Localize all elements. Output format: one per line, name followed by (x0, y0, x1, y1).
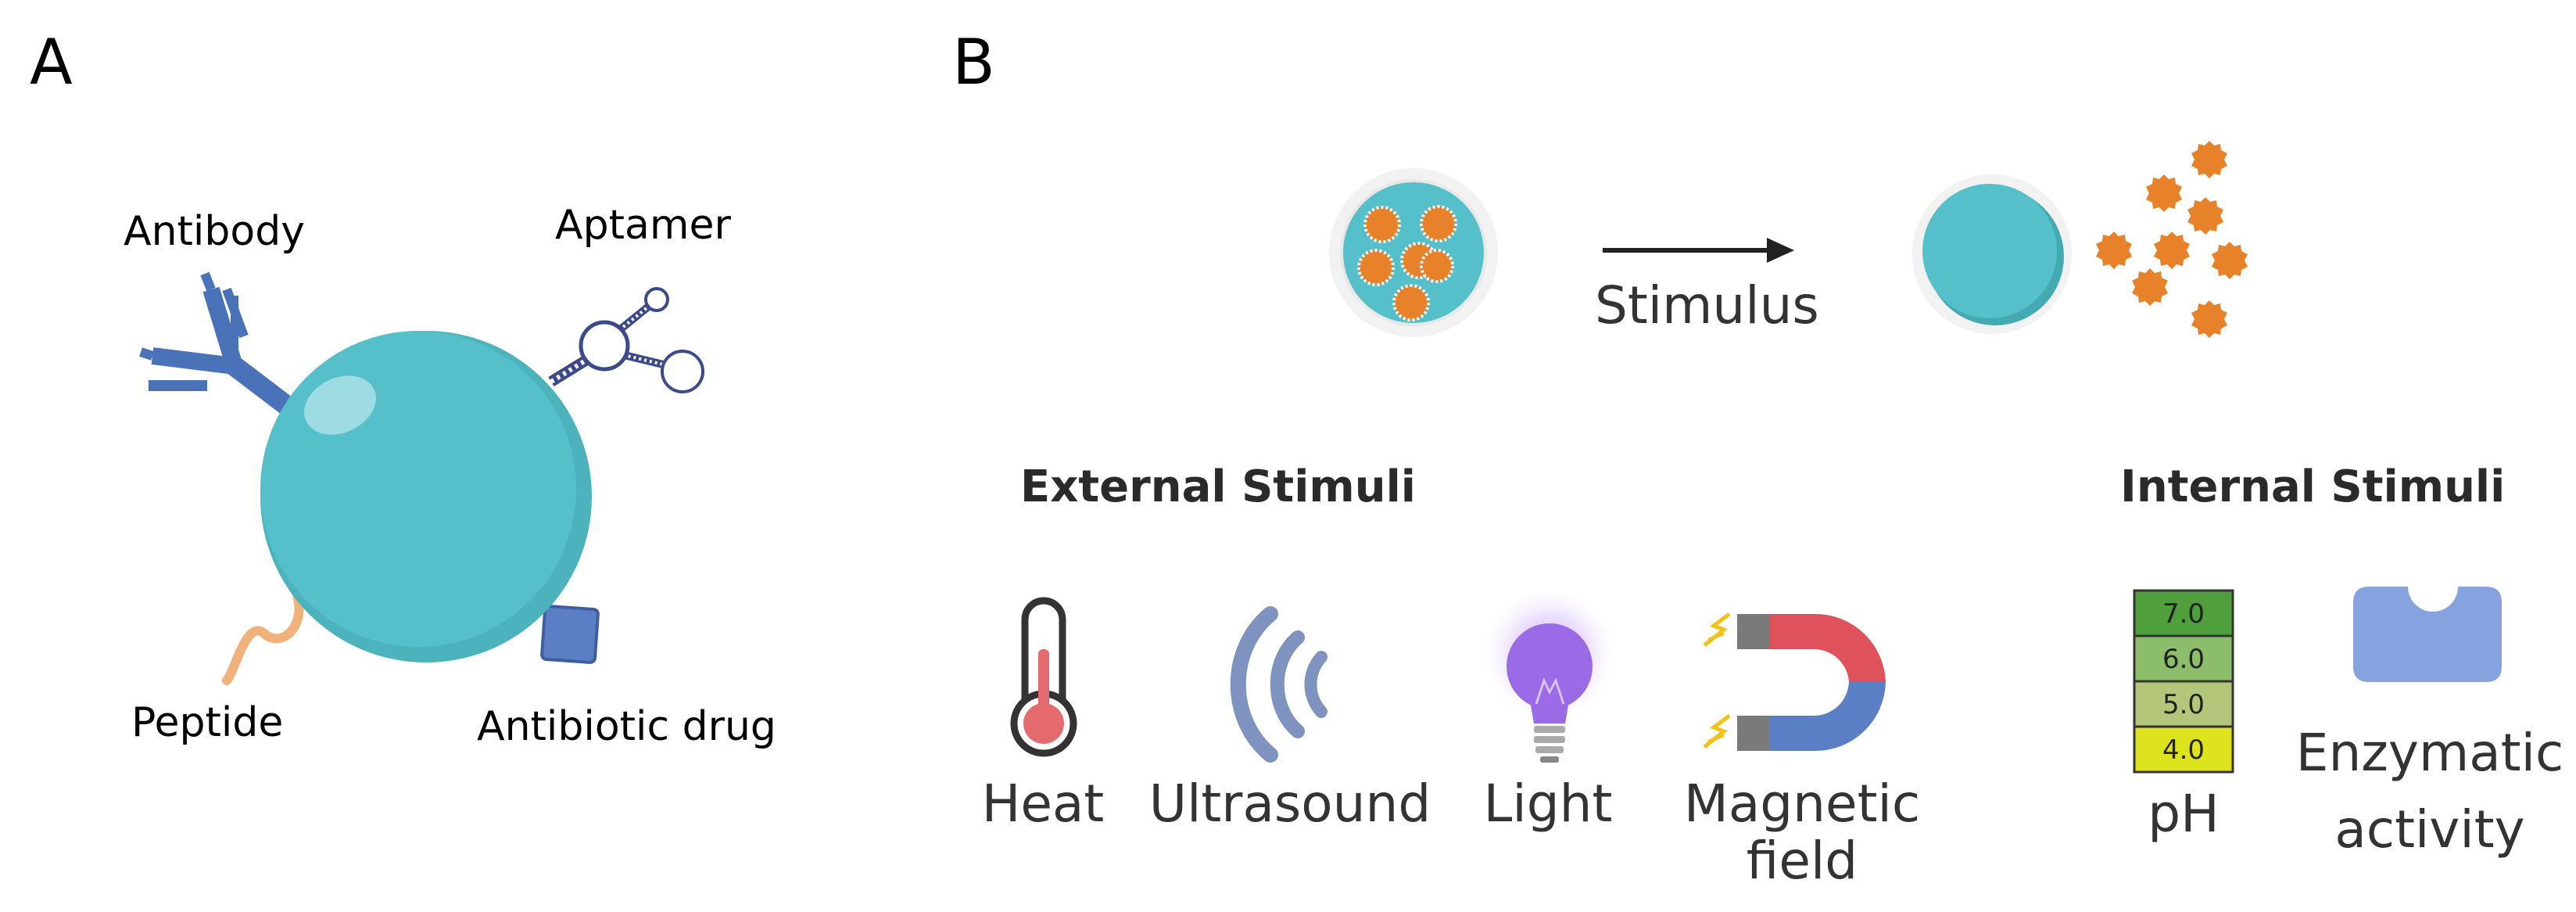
antibiotic-drug-label: Antibiotic drug (477, 703, 776, 750)
external-stimuli-heading: External Stimuli (1020, 461, 1416, 512)
ultrasound-waves-icon (1230, 606, 1327, 763)
thermometer-icon (1010, 597, 1077, 757)
light-label: Light (1483, 774, 1613, 834)
panel-a-letter: A (30, 26, 73, 99)
nanoparticle-sphere (260, 331, 592, 662)
stimulus-arrow (1603, 238, 1794, 263)
stimulus-label: Stimulus (1595, 275, 1819, 336)
empty-nanoparticle-icon (1912, 174, 2072, 334)
antibiotic-drug-icon (540, 605, 600, 664)
heat-label: Heat (981, 774, 1105, 834)
loaded-nanoparticle-icon (1329, 168, 1498, 337)
peptide-label: Peptide (131, 699, 284, 746)
peptide-icon (222, 586, 304, 685)
aptamer-label: Aptamer (555, 202, 731, 249)
magnetic-field-label-line2: field (1746, 831, 1858, 891)
ultrasound-label: Ultrasound (1148, 774, 1431, 834)
enzymatic-activity-label-line2: activity (2334, 799, 2525, 860)
antibody-label: Antibody (124, 208, 305, 255)
functionalized-nanoparticle (139, 271, 704, 685)
internal-stimuli-heading: Internal Stimuli (2120, 461, 2506, 512)
ph-label: pH (2148, 784, 2220, 844)
ph-value-7: 7.0 (2162, 598, 2205, 630)
aptamer-icon (548, 287, 704, 393)
ph-value-4: 4.0 (2162, 734, 2205, 766)
magnetic-field-label-line1: Magnetic (1683, 774, 1921, 834)
ph-scale-icon: 7.0 6.0 5.0 4.0 (2133, 589, 2234, 774)
light-bulb-icon (1479, 591, 1620, 763)
ph-level-6 (2133, 634, 2234, 683)
ph-value-5: 5.0 (2162, 689, 2205, 720)
horseshoe-magnet-icon (1703, 612, 1886, 752)
released-drug-particles (2096, 141, 2248, 338)
enzymatic-activity-label-line1: Enzymatic (2295, 723, 2564, 783)
enzyme-icon (2353, 587, 2502, 682)
ph-level-4 (2133, 725, 2234, 774)
antibody-icon (139, 271, 299, 419)
ph-value-6: 6.0 (2162, 644, 2205, 675)
ph-level-7 (2133, 589, 2234, 637)
panel-b-letter: B (952, 26, 995, 99)
